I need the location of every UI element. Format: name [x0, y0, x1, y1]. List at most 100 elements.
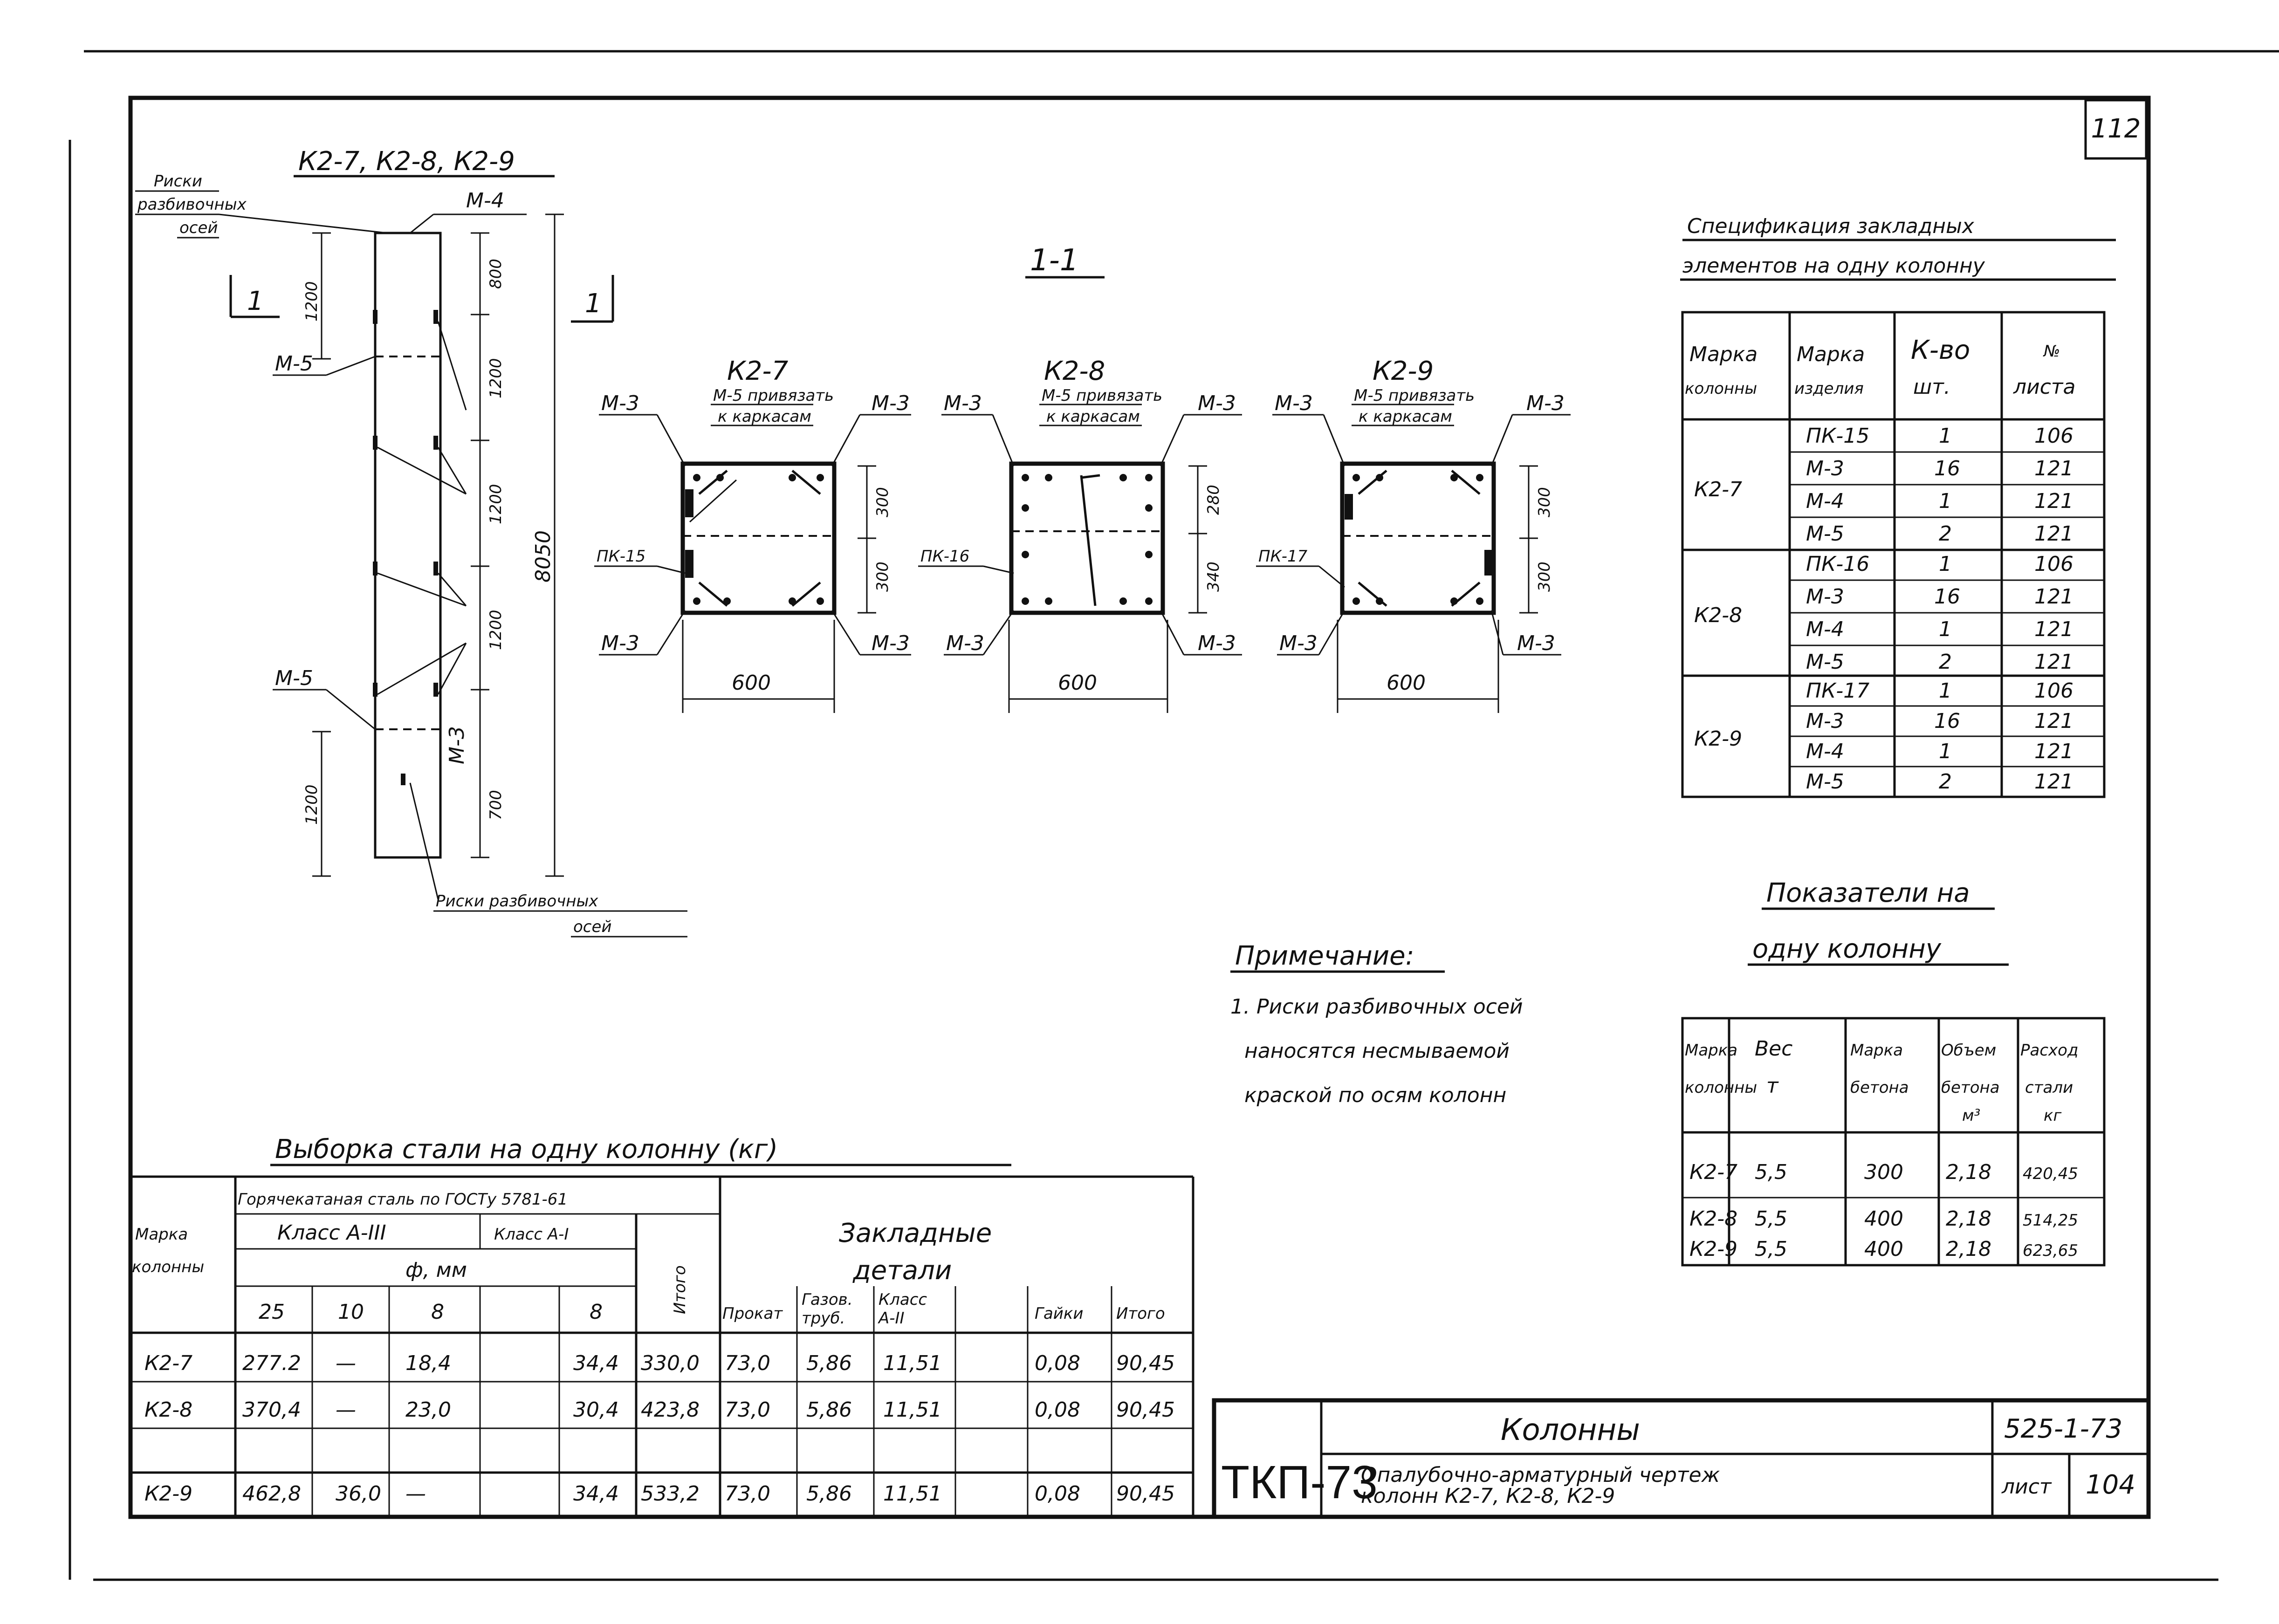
- view-k2-9-m3-br: М-3: [1517, 631, 1555, 655]
- view-k2-8-title: К2-8: [1044, 356, 1105, 386]
- section-view-k2-8: К2-8 М-5 привязать к каркасам М-3 М-3 ПК…: [918, 356, 1242, 713]
- spec-cell: 121: [2034, 457, 2073, 480]
- spec-cell: М-4: [1806, 489, 1844, 513]
- view-k2-9-title: К2-9: [1373, 356, 1434, 386]
- steel-cell: 11,51: [883, 1482, 942, 1506]
- steel-cell: —: [336, 1351, 356, 1375]
- spec-cell: 2: [1939, 770, 1952, 794]
- steel-h-mark-2: колонны: [132, 1258, 204, 1276]
- title-block: ТКП-73 Колонны Опалубочно-арматурный чер…: [1212, 1398, 2151, 1519]
- view-k2-7-frame: ПК-15: [597, 547, 645, 566]
- spec-cell: 121: [2034, 740, 2073, 763]
- steel-dia: 10: [338, 1300, 364, 1324]
- dim-total-height: 8050: [531, 530, 555, 582]
- tb-subtitle-1: Опалубочно-арматурный чертеж: [1361, 1463, 1720, 1487]
- spec-cell: М-5: [1806, 522, 1844, 546]
- steel-cell: 11,51: [883, 1398, 942, 1422]
- view-k2-7-title: К2-7: [727, 356, 789, 386]
- steel-cell: К2-9: [144, 1482, 192, 1506]
- sheet-frame: 1 1 2: [69, 50, 2279, 1581]
- view-k2-9-note-2: к каркасам: [1359, 407, 1452, 426]
- spec-cell: 1: [1939, 617, 1952, 641]
- dim-right-3: 1200: [487, 484, 505, 524]
- ind-cell: 2,18: [1946, 1207, 1991, 1231]
- spec-h-item-1: Марка: [1797, 343, 1865, 366]
- spec-h-mark-1: Марка: [1689, 343, 1757, 366]
- steel-cell: 5,86: [806, 1398, 852, 1422]
- spec-cell: 121: [2034, 617, 2073, 641]
- ind-cell: К2-8: [1689, 1207, 1737, 1231]
- ind-cell: 5,5: [1755, 1160, 1787, 1184]
- axis-marks-label-1: Риски: [154, 172, 202, 191]
- spec-cell: 106: [2034, 424, 2073, 448]
- spec-cell: ПК-16: [1806, 552, 1869, 576]
- steel-h-emb: А-II: [878, 1309, 905, 1328]
- view-k2-8-note-2: к каркасам: [1046, 407, 1140, 426]
- indicators-title-1: Показатели на: [1766, 878, 1970, 908]
- axis-marks-bottom-1: Риски разбивочных: [436, 892, 598, 911]
- ind-cell: К2-9: [1689, 1237, 1737, 1261]
- view-k2-7-dim-bottom: 300: [873, 562, 892, 592]
- ind-cell: К2-7: [1689, 1160, 1737, 1184]
- spec-cell: 121: [2034, 770, 2073, 794]
- section-view-k2-9: К2-9 М-5 привязать к каркасам М-3 М-3 ПК…: [1256, 356, 1571, 713]
- steel-h-emb: Итого: [1116, 1304, 1165, 1323]
- elevation-title: К2-7, К2-8, К2-9: [298, 146, 515, 177]
- spec-cell: 2: [1939, 522, 1952, 546]
- steel-cell: 370,4: [242, 1398, 301, 1422]
- ind-h-weight-2: т: [1766, 1074, 1779, 1098]
- steel-dia: 8: [431, 1300, 444, 1324]
- ind-cell: 420,45: [2023, 1165, 2078, 1183]
- ind-cell: 2,18: [1946, 1160, 1991, 1184]
- view-k2-7-m3-br: М-3: [872, 631, 910, 655]
- view-k2-7-note-2: к каркасам: [718, 407, 811, 426]
- spec-cell: 121: [2034, 650, 2073, 674]
- ind-h-volume-1: Объем: [1941, 1041, 1996, 1060]
- spec-table: Спецификация закладных элементов на одну…: [1680, 214, 2116, 798]
- steel-dia: 25: [259, 1300, 285, 1324]
- spec-title-2: элементов на одну колонну: [1682, 254, 1985, 278]
- tb-title: Колонны: [1501, 1413, 1640, 1447]
- view-k2-9-dim-top: 300: [1535, 487, 1554, 517]
- dim-right-5: 700: [487, 790, 505, 820]
- ind-h-steel-2: стали: [2025, 1078, 2073, 1097]
- steel-cell: К2-8: [144, 1398, 192, 1422]
- steel-table: Выборка стали на одну колонну (кг) Марка…: [130, 1134, 1194, 1517]
- note-line-2: наносятся несмываемой: [1244, 1039, 1510, 1063]
- spec-cell: М-3: [1806, 709, 1844, 733]
- steel-cell: —: [336, 1398, 356, 1422]
- steel-cell: 0,08: [1035, 1351, 1080, 1375]
- steel-h-emb: Гайки: [1035, 1304, 1084, 1323]
- steel-cell: 533,2: [641, 1482, 700, 1506]
- steel-h-class3: Класс А-III: [277, 1221, 386, 1245]
- steel-cell: 34,4: [573, 1482, 619, 1506]
- steel-cell: 23,0: [405, 1398, 451, 1422]
- axis-marks-label-2: разбивочных: [137, 195, 247, 214]
- ind-cell: 5,5: [1755, 1237, 1787, 1261]
- spec-title-1: Спецификация закладных: [1687, 214, 1975, 238]
- ind-h-volume-2: бетона: [1941, 1078, 2000, 1097]
- column-elevation: К2-7, К2-8, К2-9 Риски разбивочных осей …: [135, 146, 687, 938]
- spec-col-k2-7: К2-7: [1694, 478, 1742, 501]
- spec-cell: 121: [2034, 489, 2073, 513]
- steel-cell: 34,4: [573, 1351, 619, 1375]
- spec-cell: ПК-17: [1806, 679, 1869, 703]
- steel-cell: 90,45: [1116, 1482, 1175, 1506]
- steel-h-emb: труб.: [802, 1309, 845, 1328]
- view-k2-9-width: 600: [1387, 671, 1426, 695]
- embedded-plates: [373, 310, 438, 785]
- view-k2-8-note-1: М-5 привязать: [1042, 386, 1162, 405]
- steel-cell: 462,8: [242, 1482, 301, 1506]
- ind-h-steel-3: кг: [2044, 1106, 2062, 1125]
- steel-cell: К2-7: [144, 1351, 192, 1375]
- tb-code: 525-1-73: [2004, 1414, 2122, 1444]
- steel-h-dia: ф, мм: [405, 1258, 467, 1282]
- steel-h-emb: Прокат: [722, 1304, 783, 1323]
- spec-cell: 1: [1939, 740, 1952, 763]
- spec-h-mark-2: колонны: [1685, 379, 1757, 398]
- steel-cell: 11,51: [883, 1351, 942, 1375]
- axis-marks-label-3: осей: [179, 219, 218, 237]
- spec-cell: 16: [1934, 709, 1960, 733]
